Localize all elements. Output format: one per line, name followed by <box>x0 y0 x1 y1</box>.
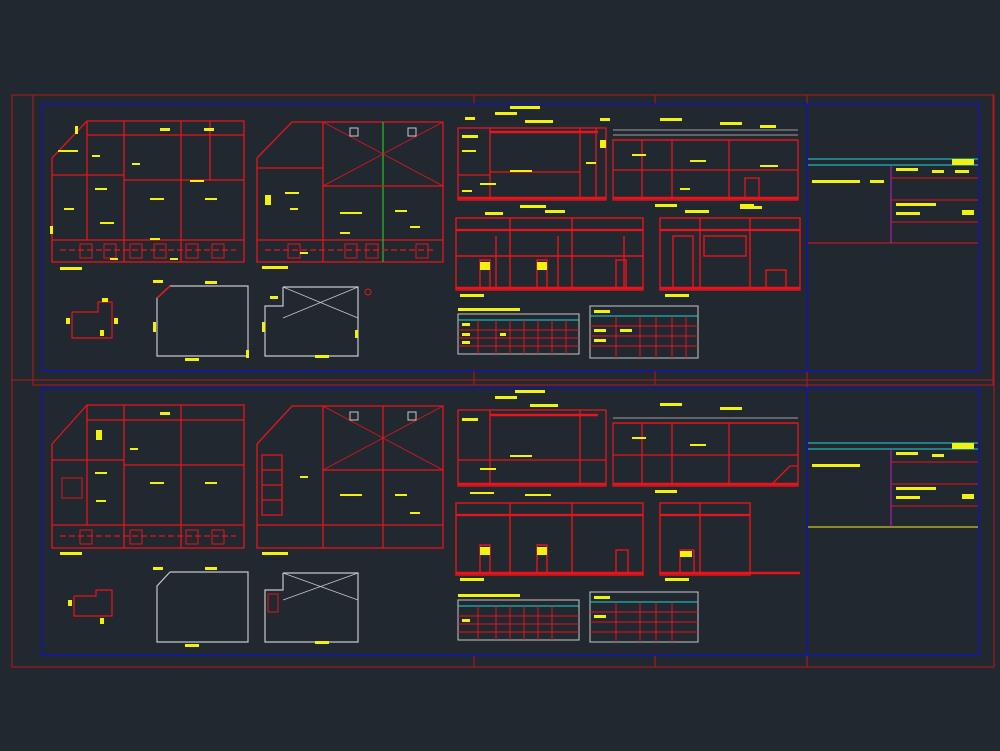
text-annotations <box>632 403 742 493</box>
sheet-lower <box>41 387 980 656</box>
section[interactable] <box>457 390 607 496</box>
site-outline-b[interactable] <box>153 567 249 647</box>
elevation-b[interactable] <box>659 206 801 297</box>
text-annotations <box>460 205 565 297</box>
text-annotations <box>50 126 217 270</box>
floor-plan-a[interactable] <box>51 404 245 555</box>
sheet-border <box>41 103 980 372</box>
text-annotations <box>262 192 420 269</box>
elevation-b[interactable] <box>659 502 800 581</box>
section-b[interactable] <box>612 118 799 207</box>
title-block[interactable] <box>808 442 978 528</box>
sheet-border <box>41 387 980 656</box>
text-annotations <box>262 476 420 555</box>
text-annotations <box>462 390 558 496</box>
text-annotations <box>632 118 778 207</box>
site-outline-a[interactable] <box>66 298 118 339</box>
elevation-a[interactable] <box>455 205 644 297</box>
section[interactable] <box>457 106 610 201</box>
text-annotations <box>665 551 692 581</box>
text-annotations <box>665 206 762 297</box>
furniture-group <box>79 243 225 259</box>
site-outline-b[interactable] <box>153 280 249 361</box>
elevation-a[interactable] <box>455 502 644 581</box>
floor-plan-a[interactable] <box>50 120 245 270</box>
schedule-b[interactable] <box>589 305 699 359</box>
schedule-a[interactable] <box>457 594 580 641</box>
section-b[interactable] <box>612 403 799 493</box>
site-outline-c[interactable] <box>262 286 372 358</box>
floor-plan-b[interactable] <box>256 405 444 555</box>
site-outline-a[interactable] <box>68 589 113 624</box>
schedule-a[interactable] <box>457 308 580 355</box>
title-block[interactable] <box>808 158 978 244</box>
furniture-group <box>287 243 429 259</box>
schedule-b[interactable] <box>589 591 699 643</box>
furniture-group <box>61 477 225 545</box>
sheet-upper <box>41 103 980 372</box>
text-annotations <box>460 547 547 581</box>
text-annotations <box>60 412 217 555</box>
floor-plan-b[interactable] <box>256 121 444 269</box>
site-outline-c[interactable] <box>264 572 359 644</box>
text-annotations <box>462 106 610 192</box>
